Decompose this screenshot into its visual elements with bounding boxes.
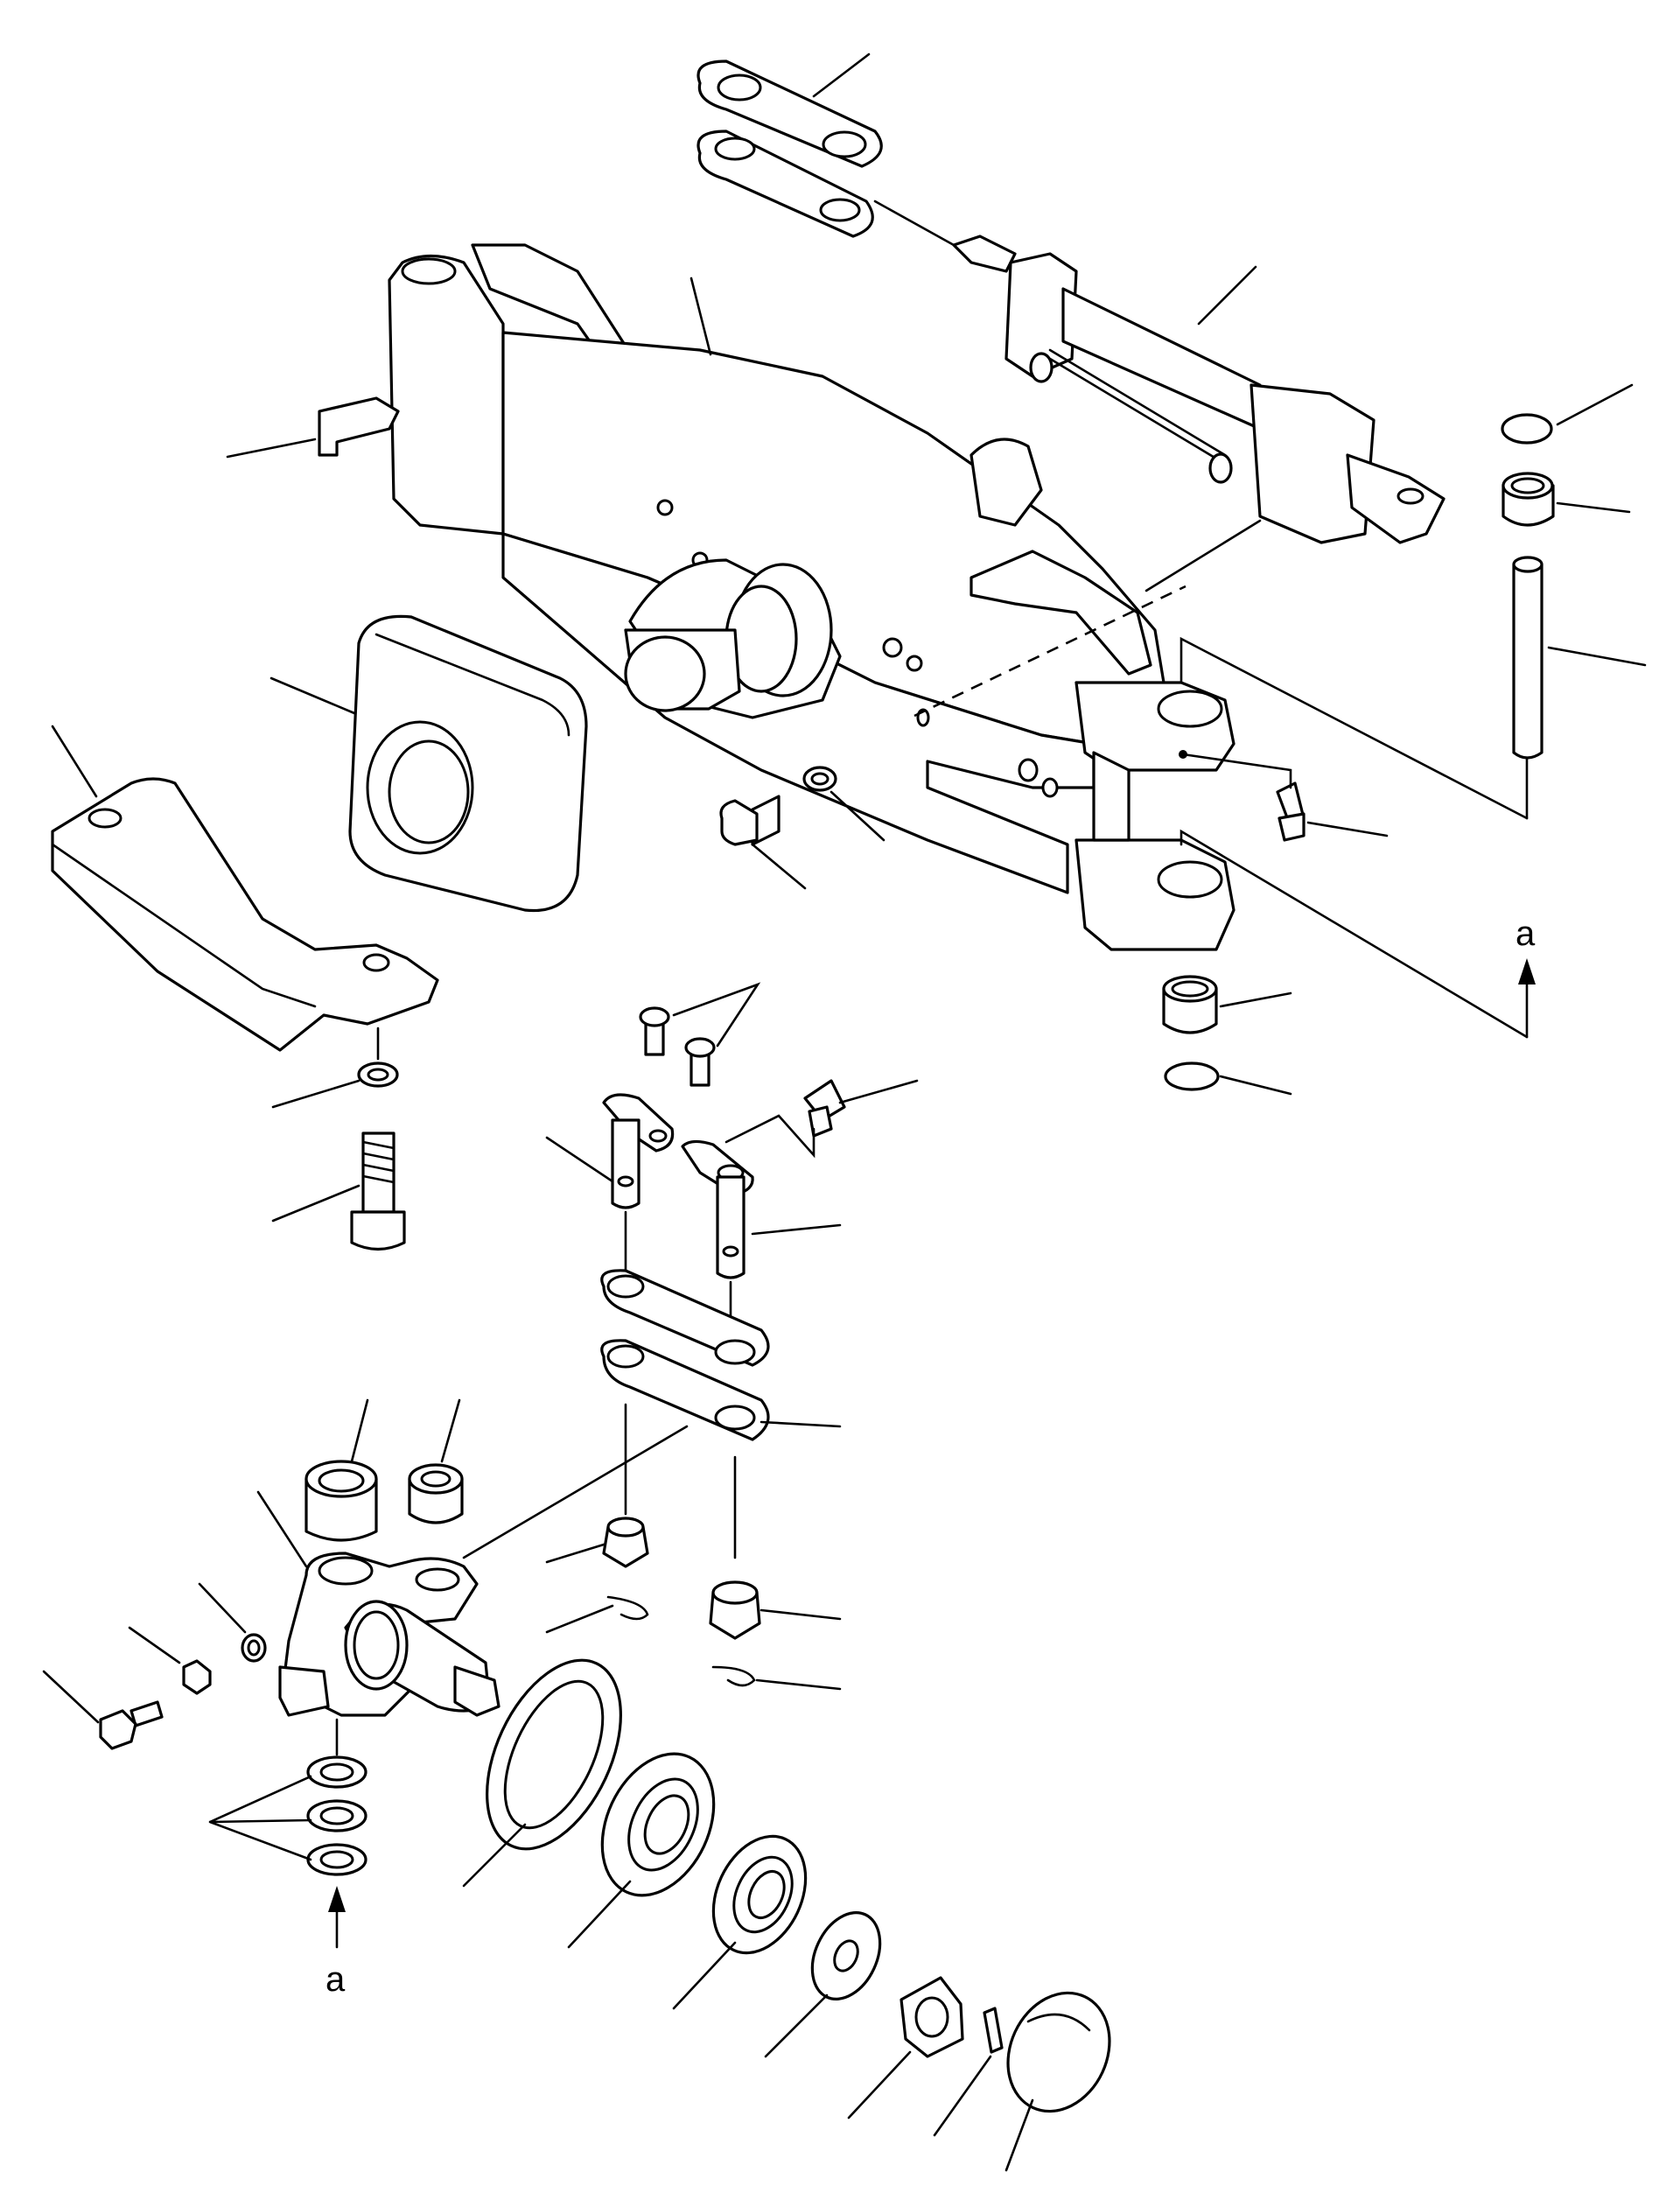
lower-link-upper-plate bbox=[600, 1269, 770, 1367]
cotter-pin-right-leader bbox=[755, 1678, 842, 1691]
castle-nut-left bbox=[602, 1517, 649, 1568]
cylinder-leader bbox=[1197, 265, 1257, 326]
steering-knuckle bbox=[278, 1552, 500, 1717]
grease-nipple-center bbox=[803, 1079, 846, 1138]
ballast-block bbox=[348, 614, 588, 913]
thrust-cap-lower bbox=[1164, 1061, 1220, 1091]
knuckle-washer bbox=[241, 1633, 267, 1663]
lock-plate bbox=[318, 396, 400, 457]
pin-bolt-right bbox=[684, 1037, 716, 1087]
axle-end-bracket bbox=[1074, 681, 1236, 951]
bracket-lower-line bbox=[1180, 829, 1529, 1039]
cover-washer bbox=[357, 1061, 399, 1088]
castle-nut-right-leader bbox=[760, 1608, 842, 1621]
lower-link-lower-plate bbox=[600, 1339, 770, 1441]
inner-bearing bbox=[600, 1752, 716, 1897]
reference-arrow-lower: a bbox=[326, 1886, 346, 1999]
axle-bolt-leader bbox=[751, 843, 807, 890]
shim-top bbox=[306, 1755, 368, 1789]
axle-beam-leader bbox=[690, 277, 712, 356]
steering-pin-right bbox=[681, 1139, 754, 1279]
grease-nipple-right-leader bbox=[1306, 821, 1389, 837]
bracket-upper-line bbox=[1180, 636, 1529, 820]
oil-seal-left-leader bbox=[350, 1398, 369, 1463]
cylinder-axle-line bbox=[1144, 519, 1262, 592]
hub-washer-leader bbox=[764, 1993, 829, 2058]
cover-washer-leader bbox=[271, 1079, 360, 1109]
knuckle-nut-leader bbox=[128, 1626, 181, 1664]
axle-washer bbox=[802, 766, 837, 792]
axle-cover-plate bbox=[51, 777, 439, 1052]
king-pin bbox=[1512, 556, 1544, 760]
cotter-pin-right bbox=[711, 1665, 756, 1687]
axle-center-dashline bbox=[914, 585, 1186, 718]
shim-bottom bbox=[306, 1843, 368, 1876]
king-pin-leader bbox=[1547, 646, 1647, 667]
needle-bearing-lower-leader bbox=[1219, 991, 1292, 1008]
outer-bearing bbox=[711, 1834, 808, 1955]
axle-bolt bbox=[719, 795, 780, 846]
hub-washer bbox=[810, 1911, 882, 2000]
grease-nipple-center-leader bbox=[838, 1079, 919, 1104]
ballast-block-leader bbox=[270, 676, 356, 715]
cover-plate-leader bbox=[51, 725, 98, 798]
shims-leader-bottom bbox=[208, 1820, 312, 1861]
shims-leader bbox=[209, 1775, 312, 1824]
lower-link-leader bbox=[760, 1420, 842, 1428]
hub-cap bbox=[1006, 1991, 1111, 2113]
axle-washer-leader bbox=[830, 790, 886, 842]
inner-bearing-leader bbox=[567, 1880, 632, 1949]
hub-castle-nut-leader bbox=[847, 2050, 912, 2119]
needle-bearing-lower bbox=[1162, 975, 1218, 1034]
pin-bolts-leader bbox=[672, 982, 761, 1047]
reference-mark-lower: a bbox=[326, 1960, 346, 1999]
reference-arrow-right: a bbox=[1516, 914, 1536, 1039]
knuckle-bolt-leader bbox=[42, 1670, 100, 1724]
knuckle-link-line bbox=[462, 1425, 689, 1559]
hub-split-pin-leader bbox=[933, 2055, 992, 2137]
cover-bolt bbox=[350, 1132, 406, 1251]
knuckle-nut bbox=[182, 1659, 212, 1695]
bushing-right bbox=[408, 1463, 464, 1524]
pin-bolt-left bbox=[639, 1006, 670, 1056]
knuckle-washer-leader bbox=[198, 1582, 247, 1634]
axle-pivot-shaft bbox=[624, 558, 842, 719]
outer-bearing-leader bbox=[672, 1941, 737, 2010]
hub-oil-seal bbox=[486, 1658, 622, 1851]
steering-cylinder bbox=[952, 235, 1446, 544]
cotter-pin-left bbox=[606, 1595, 649, 1621]
hub-cap-leader bbox=[1004, 2098, 1034, 2172]
grease-nipple-right bbox=[1276, 781, 1306, 842]
thrust-cap-upper bbox=[1501, 413, 1553, 445]
steering-pin-left-leader bbox=[545, 1136, 614, 1183]
cotter-pin-left-leader bbox=[545, 1604, 614, 1634]
thrust-cap-lower-leader bbox=[1219, 1075, 1292, 1096]
steering-pin-left bbox=[602, 1093, 675, 1209]
upper-link-leader bbox=[812, 53, 871, 98]
knuckle-bolt bbox=[99, 1700, 164, 1750]
needle-bearing-upper-leader bbox=[1556, 501, 1631, 514]
needle-bearing-upper bbox=[1502, 472, 1555, 527]
lock-plate-leader bbox=[226, 438, 317, 459]
bushing-right-leader bbox=[440, 1398, 461, 1463]
steering-knuckle-leader bbox=[256, 1490, 308, 1568]
hub-oil-seal-leader bbox=[462, 1823, 527, 1888]
hub-split-pin bbox=[983, 2007, 1004, 2054]
oil-seal-left bbox=[304, 1460, 378, 1542]
grease-nipple-right-connector bbox=[1181, 753, 1292, 789]
grease-nipple-center-connector bbox=[724, 1114, 816, 1159]
thrust-cap-upper-leader bbox=[1556, 383, 1634, 426]
castle-nut-right bbox=[709, 1580, 761, 1640]
steering-pin-right-leader bbox=[751, 1223, 842, 1236]
reference-mark-upper: a bbox=[1516, 914, 1536, 953]
upper-link-plate bbox=[696, 60, 883, 238]
shim-middle bbox=[306, 1799, 368, 1832]
cover-bolt-leader bbox=[271, 1184, 360, 1223]
cylinder-link-line bbox=[873, 200, 956, 247]
castle-nut-left-leader bbox=[545, 1543, 606, 1564]
hub-castle-nut bbox=[900, 1976, 964, 2058]
